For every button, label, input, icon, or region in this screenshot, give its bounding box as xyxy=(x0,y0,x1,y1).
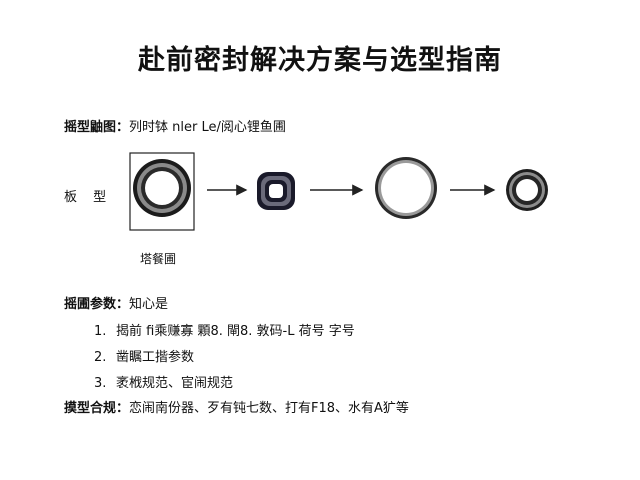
diagram-description: 摇型鼬图：列时钵 nler Le/阅心锂鱼圃 xyxy=(64,116,286,135)
params-text: 知心是 xyxy=(129,297,169,312)
list-item: 3. 袤栰规范、宦闹规范 xyxy=(94,372,233,391)
frame-caption: 塔餐圃 xyxy=(140,252,177,266)
list-item: 2. 凿瞩工揩参数 xyxy=(94,346,194,365)
compliance-line: 摸型合规：恋闹南份器、歹有钝七数、打有F18、水有A犷等 xyxy=(64,397,409,416)
list-item-number: 2. xyxy=(94,350,107,365)
list-item: 1. 揭前 fi乘赚寡 顆8. 閘8. 敦码-L 荷号 字号 xyxy=(94,320,355,339)
page-title: 赴前密封解决方案与选型指南 xyxy=(138,45,502,76)
o-ring-small-icon xyxy=(506,169,548,211)
compliance-label: 摸型合规： xyxy=(64,401,130,416)
params-heading: 摇圃参数：知心是 xyxy=(64,293,168,312)
compliance-text: 恋闹南份器、歹有钝七数、打有F18、水有A犷等 xyxy=(129,401,409,416)
o-ring-thin-large-icon xyxy=(375,157,437,219)
square-seal-icon xyxy=(257,172,295,210)
list-item-number: 1. xyxy=(94,324,107,339)
o-ring-large-framed-icon xyxy=(133,159,191,217)
list-item-number: 3. xyxy=(94,376,107,391)
list-item-text: 凿瞩工揩参数 xyxy=(116,350,195,365)
diagram-text: 列时钵 nler Le/阅心锂鱼圃 xyxy=(129,120,286,135)
list-item-text: 袤栰规范、宦闹规范 xyxy=(116,376,234,391)
list-item-text: 揭前 fi乘赚寡 顆8. 閘8. 敦码-L 荷号 字号 xyxy=(116,324,355,339)
params-label: 摇圃参数： xyxy=(64,297,130,312)
seal-frame xyxy=(129,152,195,231)
model-label: 板 型 xyxy=(64,190,113,205)
diagram-label: 摇型鼬图： xyxy=(64,120,130,135)
